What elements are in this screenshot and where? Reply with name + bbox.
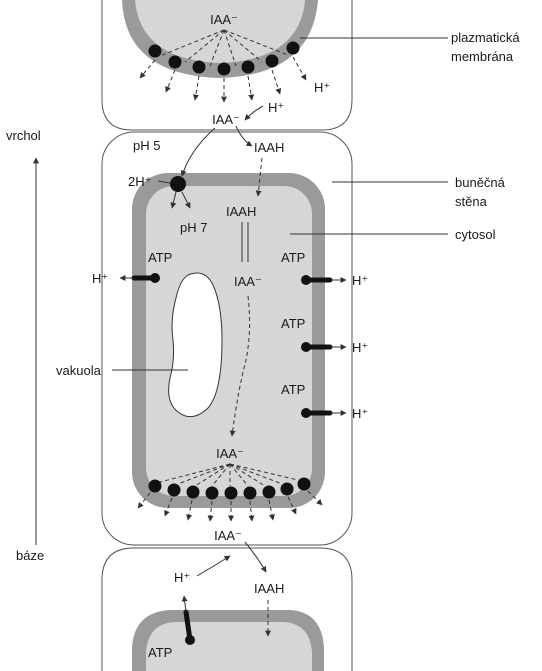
apex-label: vrchol bbox=[6, 128, 41, 143]
symporter-carrier bbox=[170, 176, 186, 192]
upper-carrier bbox=[193, 61, 206, 74]
lower-iaa-label: IAA⁻ bbox=[214, 528, 242, 543]
upper-carrier bbox=[242, 61, 255, 74]
efflux-iaa-label: IAA⁻ bbox=[216, 446, 244, 461]
cytosol-label: cytosol bbox=[455, 227, 496, 242]
right-h-label-1: H⁺ bbox=[352, 273, 368, 288]
middle-carrier bbox=[281, 483, 294, 496]
upper-carrier bbox=[149, 45, 162, 58]
upper-carrier bbox=[287, 42, 300, 55]
middle-carrier bbox=[149, 480, 162, 493]
upper-carrier bbox=[169, 56, 182, 69]
upper-carrier bbox=[218, 63, 231, 76]
vacuole-label: vakuola bbox=[56, 363, 102, 378]
upper-h-label: H⁺ bbox=[314, 80, 330, 95]
cytosol-iaah-label: IAAH bbox=[226, 204, 256, 219]
middle-carrier bbox=[168, 484, 181, 497]
two-h-label: 2H⁺ bbox=[128, 174, 151, 189]
right-pump-head-2 bbox=[301, 342, 311, 352]
right-h-label-2: H⁺ bbox=[352, 340, 368, 355]
inflow-h-label: H⁺ bbox=[268, 100, 284, 115]
middle-carrier bbox=[225, 487, 238, 500]
lower-cell: IAA⁻ IAAH H⁺ ATP bbox=[102, 528, 352, 671]
right-h-label-3: H⁺ bbox=[352, 406, 368, 421]
lower-atp-label: ATP bbox=[148, 645, 172, 660]
left-pump-head bbox=[150, 273, 160, 283]
middle-carrier bbox=[244, 487, 257, 500]
right-pump-head-1 bbox=[301, 275, 311, 285]
vacuole bbox=[169, 273, 222, 417]
cell-wall-label-line2: stěna bbox=[455, 194, 488, 209]
lower-h-label: H⁺ bbox=[174, 570, 190, 585]
ph5-label: pH 5 bbox=[133, 138, 160, 153]
upper-cell: IAA⁻ H⁺ bbox=[102, 0, 352, 130]
lower-iaah-label: IAAH bbox=[254, 581, 284, 596]
middle-carrier bbox=[298, 478, 311, 491]
right-pump-head-3 bbox=[301, 408, 311, 418]
plasma-membrane-label-line2: membrána bbox=[451, 49, 514, 64]
middle-cell: IAA⁻ H⁺ IAAH pH 5 2H⁺ pH 7 IAAH IAA⁻ ATP… bbox=[92, 100, 368, 545]
ph7-label: pH 7 bbox=[180, 220, 207, 235]
cytosol-iaa-label: IAA⁻ bbox=[234, 274, 262, 289]
inflow-iaa-label: IAA⁻ bbox=[212, 112, 240, 127]
middle-iaah-outer-label: IAAH bbox=[254, 140, 284, 155]
plasma-membrane-label-line1: plazmatická bbox=[451, 30, 520, 45]
right-atp-label-1: ATP bbox=[281, 250, 305, 265]
right-atp-label-3: ATP bbox=[281, 382, 305, 397]
right-atp-label-2: ATP bbox=[281, 316, 305, 331]
upper-iaa-label: IAA⁻ bbox=[210, 12, 238, 27]
left-h-label: H⁺ bbox=[92, 271, 108, 286]
middle-carrier bbox=[206, 487, 219, 500]
upper-carrier bbox=[266, 55, 279, 68]
polarity-axis: vrchol báze bbox=[6, 128, 44, 563]
middle-carrier bbox=[187, 486, 200, 499]
base-label: báze bbox=[16, 548, 44, 563]
cell-wall-label-line1: buněčná bbox=[455, 175, 506, 190]
lower-pump-head bbox=[185, 635, 195, 645]
left-atp-label: ATP bbox=[148, 250, 172, 265]
middle-carrier bbox=[263, 486, 276, 499]
